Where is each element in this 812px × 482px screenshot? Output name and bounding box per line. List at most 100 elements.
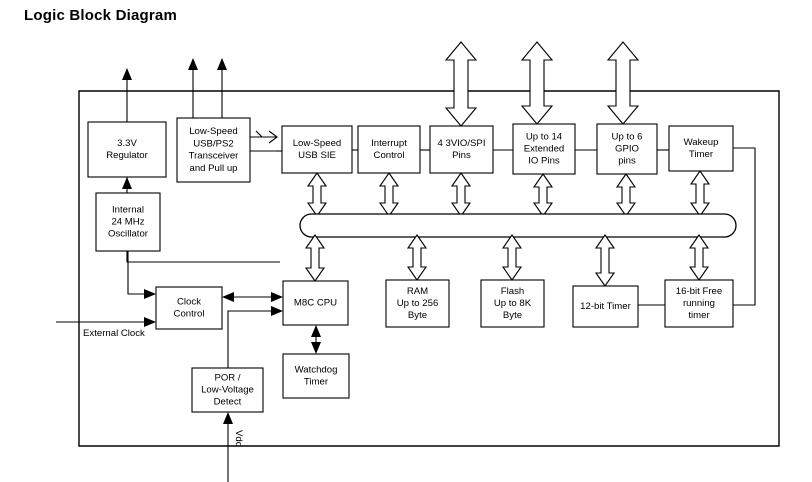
block-label-vio-spi-pins: Pins [452, 150, 471, 161]
block-label-internal-oscillator: Oscillator [108, 229, 149, 240]
block-label-usb-transceiver: Low-Speed [189, 126, 238, 137]
extended-io-external-bus-arrow [520, 41, 554, 125]
block-label-vio-spi-pins: 4 3VIO/SPI [438, 138, 486, 149]
block-outline-internal-oscillator [95, 192, 161, 252]
block-label-timer-12bit: 12-bit Timer [580, 301, 631, 312]
wire-oscillator-to-clock-control [127, 251, 156, 299]
block-label-regulator: 3.3V [117, 138, 137, 149]
wire-por-to-cpu [227, 306, 283, 368]
wakeup-timer-bus-arrow [689, 170, 711, 217]
block-outline-free-running-timer [664, 279, 734, 328]
wire-external-clock-in [56, 317, 156, 327]
block-outline-vio-spi-pins [429, 125, 494, 174]
usb-dplus-external-arrow [188, 58, 198, 118]
block-label-ram: Byte [408, 310, 427, 321]
block-label-wakeup-timer: Wakeup [684, 137, 719, 148]
system-bus [299, 213, 737, 238]
block-label-clock-control: Clock [177, 296, 201, 307]
block-label-internal-oscillator: 24 MHz [111, 217, 144, 228]
block-label-usb-sie: Low-Speed [293, 138, 342, 149]
block-label-wakeup-timer: Timer [689, 149, 714, 160]
block-label-usb-transceiver: USB/PS2 [193, 138, 234, 149]
usb-dminus-external-arrow [217, 58, 227, 118]
block-label-flash: Up to 8K [494, 298, 532, 309]
block-label-usb-sie: USB SIE [298, 150, 336, 161]
block-outline-ram [385, 279, 450, 328]
block-outline-interrupt-control [357, 125, 421, 174]
block-outline-usb-transceiver [176, 117, 251, 183]
block-outline-m8c-cpu [282, 280, 349, 326]
block-label-usb-transceiver: and Pull up [189, 163, 237, 174]
block-label-por-lvd: POR / [214, 372, 240, 383]
vio-spi-bus-arrow [450, 172, 472, 217]
block-label-gpio-pins: Up to 6 [612, 131, 643, 142]
block-label-internal-oscillator: Internal [112, 204, 144, 215]
block-label-watchdog-timer: Watchdog [295, 364, 338, 375]
block-label-free-running-timer: running [683, 298, 715, 309]
regulator-vout-arrow [122, 68, 132, 122]
block-outline-timer-12bit [572, 285, 639, 328]
block-label-gpio-pins: pins [618, 156, 636, 167]
block-outline-clock-control [155, 286, 223, 330]
block-label-ram: RAM [407, 286, 428, 297]
block-label-flash: Byte [503, 310, 522, 321]
wire-clock-control-cpu-bidir [222, 292, 283, 302]
block-m8c-cpu: M8C CPU [282, 280, 349, 326]
extended-io-bus-arrow [532, 173, 554, 217]
signal-label-vdd: Vdd [233, 430, 244, 447]
block-label-watchdog-timer: Timer [304, 377, 329, 388]
gpio-external-bus-arrow [606, 41, 640, 125]
wire-cpu-watchdog-bidir [311, 325, 321, 354]
usb-sie-bus-arrow [306, 172, 328, 217]
timer-12bit-bus-arrow [594, 234, 616, 287]
block-label-extended-io-pins: Up to 14 [526, 131, 563, 142]
block-label-free-running-timer: 16-bit Free [676, 286, 722, 297]
block-label-extended-io-pins: IO Pins [528, 156, 560, 167]
flash-bus-arrow [501, 234, 523, 281]
block-label-interrupt-control: Control [374, 150, 405, 161]
chip-boundary-frame [78, 90, 780, 447]
signal-label-external-clock: External Clock [83, 328, 145, 339]
block-label-usb-transceiver: Transceiver [189, 151, 240, 162]
block-label-clock-control: Control [174, 309, 205, 320]
block-label-por-lvd: Low-Voltage [201, 385, 254, 396]
block-label-m8c-cpu: M8C CPU [294, 298, 337, 309]
block-label-flash: Flash [501, 286, 524, 297]
block-label-por-lvd: Detect [214, 397, 242, 408]
page-title: Logic Block Diagram [24, 7, 178, 24]
block-label-regulator: Regulator [106, 150, 148, 161]
block-outline-wakeup-timer [668, 125, 734, 172]
block-outline-gpio-pins [596, 123, 658, 175]
free-running-timer-bus-arrow [688, 234, 710, 281]
vio-spi-external-bus-arrow [444, 41, 478, 127]
block-timer-12bit: 12-bit Timer [572, 285, 639, 328]
block-label-gpio-pins: GPIO [615, 144, 639, 155]
block-label-extended-io-pins: Extended [524, 144, 565, 155]
block-outline-por-lvd [191, 367, 264, 413]
block-outline-flash [480, 279, 545, 328]
wire-usb-transceiver-to-sie [250, 130, 282, 152]
block-outline-usb-sie [281, 125, 353, 174]
gpio-bus-arrow [615, 173, 637, 217]
block-outline-extended-io-pins [512, 123, 576, 175]
cpu-bus-arrow [304, 234, 326, 282]
block-label-ram: Up to 256 [397, 298, 439, 309]
block-label-free-running-timer: timer [688, 310, 710, 321]
ram-bus-arrow [406, 234, 428, 281]
interrupt-control-bus-arrow [378, 172, 400, 217]
wire-wakeup-to-right-rail [733, 147, 756, 306]
